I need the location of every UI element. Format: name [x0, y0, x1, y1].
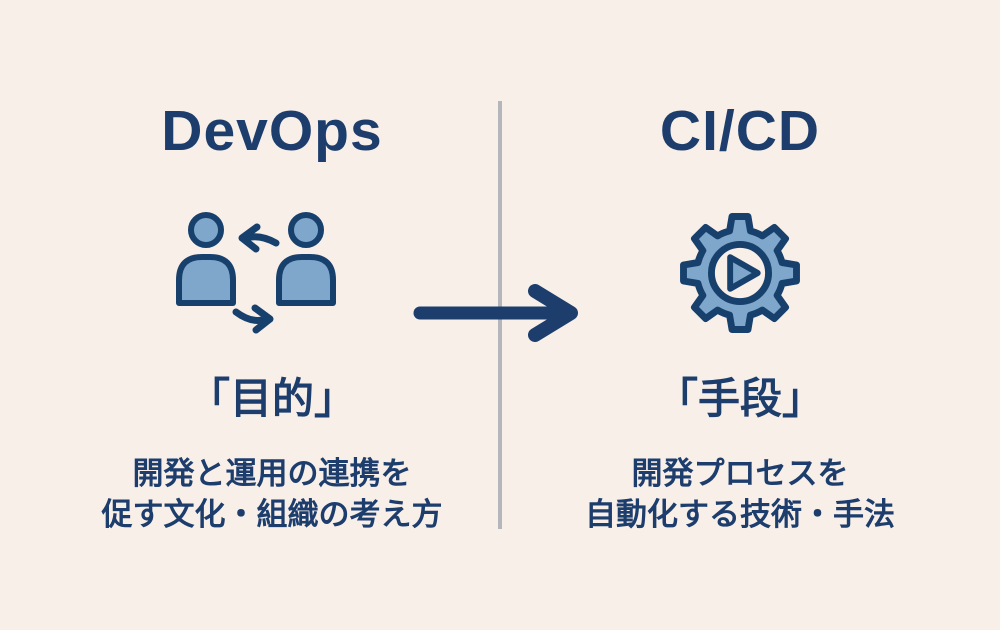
devops-title: DevOps — [161, 99, 383, 163]
cicd-description-line1: 開発プロセスを — [631, 456, 849, 491]
cicd-icon-row — [677, 208, 803, 338]
people-exchange-icon — [176, 212, 336, 334]
gear-play-icon — [680, 213, 800, 333]
devops-description-line2: 促す文化・組織の考え方 — [101, 496, 443, 532]
cicd-role-label: 「手段」 — [655, 375, 824, 422]
devops-description: 開発と運用の連携を 促す文化・組織の考え方 — [102, 454, 443, 536]
devops-icon-row — [176, 208, 368, 338]
cicd-description-line2: 自動化する技術・手法 — [585, 496, 895, 532]
devops-column: DevOps 「目的」 開発と運用の連携を 促す文化・組織の考え方 — [42, 0, 502, 536]
cicd-title: CI/CD — [659, 99, 821, 163]
flow-arrow-right-icon — [413, 284, 578, 342]
cicd-description: 開発プロセスを 自動化する技術・手法 — [585, 454, 895, 536]
cicd-column: CI/CD 「手段」 開発プロセスを 自動化する技術・手法 — [515, 0, 965, 536]
devops-description-line1: 開発と運用の連携を — [132, 456, 412, 491]
devops-role-label: 「目的」 — [187, 375, 356, 422]
